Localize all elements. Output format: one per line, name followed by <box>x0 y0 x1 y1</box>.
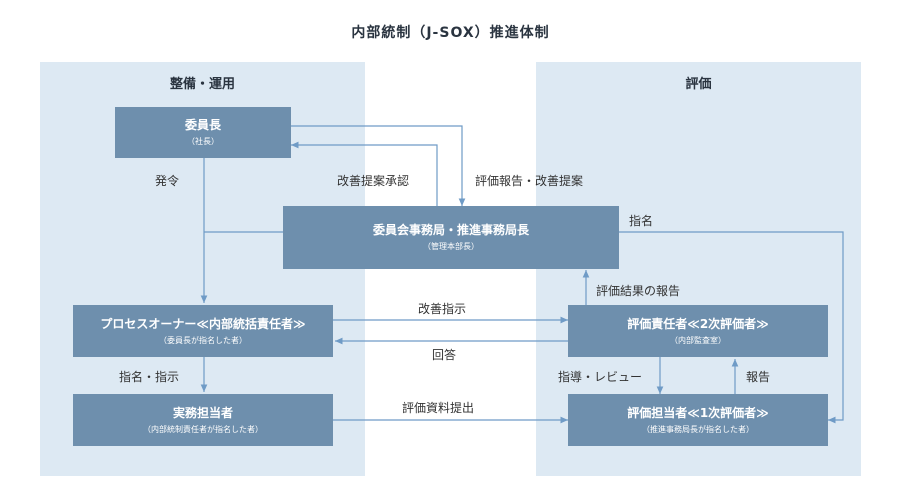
box-practitioner: 実務担当者 （内部統制責任者が指名した者） <box>73 394 333 446</box>
label-appoint: 指名 <box>629 214 654 228</box>
box-eval-manager-title: 評価責任者≪2次評価者≫ <box>627 316 769 331</box>
box-practitioner-sub: （内部統制責任者が指名した者） <box>143 424 263 434</box>
box-committee-chair-sub: （社長） <box>187 137 219 146</box>
panel-title-left: 整備・運用 <box>169 77 235 92</box>
box-secretariat: 委員会事務局・推進事務局長 （管理本部長） <box>283 206 619 269</box>
box-eval-manager: 評価責任者≪2次評価者≫ （内部監査室） <box>568 305 828 357</box>
diagram-title: 内部統制（J-SOX）推進体制 <box>351 25 550 41</box>
label-guide-review: 指導・レビュー <box>558 370 643 384</box>
arrow-appoint <box>619 231 844 424</box>
box-eval-staff-sub: （推進事務局長が指名した者） <box>642 424 754 434</box>
box-process-owner: プロセスオーナー≪内部統括責任者≫ （委員長が指名した者） <box>73 305 333 357</box>
box-process-owner-title: プロセスオーナー≪内部統括責任者≫ <box>100 316 306 331</box>
arrow-approval <box>291 141 438 206</box>
label-order: 発令 <box>155 174 180 188</box>
label-approve: 改善提案承認 <box>337 174 410 188</box>
box-process-owner-sub: （委員長が指名した者） <box>159 335 247 345</box>
label-improve-instruction: 改善指示 <box>418 302 467 316</box>
box-secretariat-sub: （管理本部長） <box>423 242 479 251</box>
box-eval-manager-sub: （内部監査室） <box>670 335 726 345</box>
label-result-report: 評価結果の報告 <box>596 284 681 298</box>
box-eval-staff-title: 評価担当者≪1次評価者≫ <box>627 405 769 420</box>
box-eval-staff: 評価担当者≪1次評価者≫ （推進事務局長が指名した者） <box>568 394 828 446</box>
label-report-proposal: 評価報告・改善提案 <box>475 174 584 188</box>
panel-title-right: 評価 <box>685 77 712 92</box>
label-answer: 回答 <box>432 348 457 362</box>
arrow-report-proposal <box>291 125 466 206</box>
label-report: 報告 <box>746 370 771 384</box>
label-submit-materials: 評価資料提出 <box>402 401 475 415</box>
box-committee-chair-title: 委員長 <box>184 118 221 132</box>
label-appoint-instruct: 指名・指示 <box>119 370 180 384</box>
box-secretariat-title: 委員会事務局・推進事務局長 <box>372 223 529 237</box>
box-practitioner-title: 実務担当者 <box>172 405 233 420</box>
box-committee-chair: 委員長 （社長） <box>115 107 291 158</box>
